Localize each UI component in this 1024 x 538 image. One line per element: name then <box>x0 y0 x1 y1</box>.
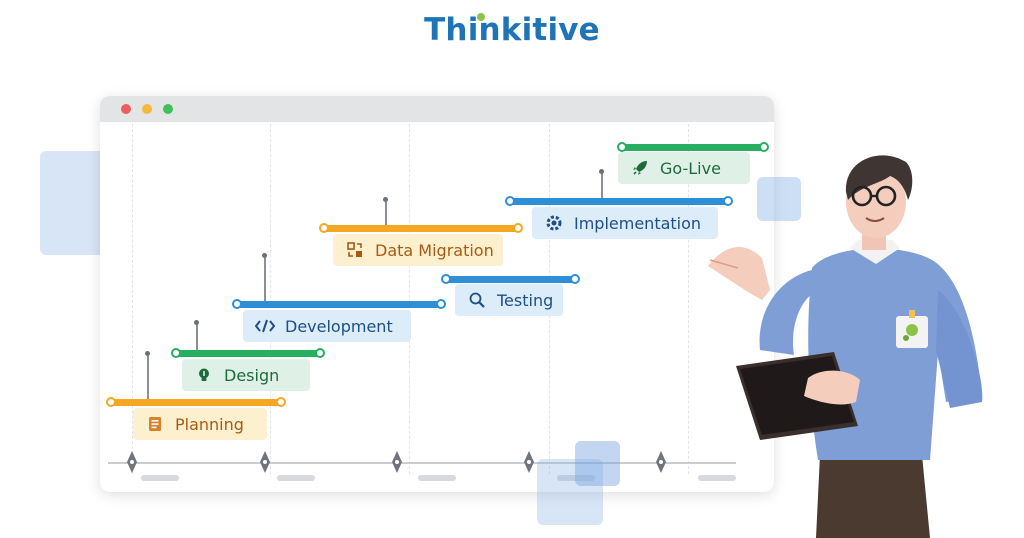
development-bar[interactable] <box>234 301 444 308</box>
decor-square-bottom <box>537 459 603 525</box>
rocket-icon <box>628 158 652 178</box>
bar-handle[interactable] <box>171 348 181 358</box>
task-label: Planning <box>175 414 244 434</box>
timeline-label-placeholder <box>141 475 179 481</box>
close-dot[interactable] <box>121 104 131 114</box>
task-label: Implementation <box>574 213 702 233</box>
bar-handle[interactable] <box>723 196 733 206</box>
bar-handle[interactable] <box>617 142 627 152</box>
milestone-stem <box>147 354 149 400</box>
data-migration-bar[interactable] <box>321 225 521 232</box>
bar-handle[interactable] <box>513 223 523 233</box>
task-label: Testing <box>497 290 554 310</box>
grid-line <box>270 124 271 474</box>
window-titlebar <box>100 96 774 122</box>
decor-square-bottom-small <box>575 441 620 486</box>
timeline-marker[interactable] <box>127 451 137 473</box>
timeline-label-placeholder <box>698 475 736 481</box>
bar-handle[interactable] <box>319 223 329 233</box>
timeline-label-placeholder <box>418 475 456 481</box>
person-illustration <box>708 155 983 538</box>
timeline-marker[interactable] <box>260 451 270 473</box>
task-design[interactable]: Design <box>182 359 310 391</box>
task-label: Go-Live <box>660 158 721 178</box>
bar-handle[interactable] <box>441 274 451 284</box>
timeline-marker[interactable] <box>524 451 534 473</box>
minimize-dot[interactable] <box>142 104 152 114</box>
timeline-axis <box>108 462 736 464</box>
task-label: Design <box>224 365 280 385</box>
timeline-label-placeholder <box>277 475 315 481</box>
bar-handle[interactable] <box>232 299 242 309</box>
milestone-dot <box>194 320 199 325</box>
timeline-label-placeholder <box>557 475 595 481</box>
milestone-stem <box>196 323 198 350</box>
brand-logo: Thinkitive <box>424 12 600 48</box>
task-label: Development <box>285 316 393 336</box>
maximize-dot[interactable] <box>163 104 173 114</box>
code-icon <box>253 316 277 336</box>
go-live-bar[interactable] <box>619 144 767 151</box>
milestone-dot <box>145 351 150 356</box>
timeline-marker[interactable] <box>392 451 402 473</box>
milestone-dot <box>599 169 604 174</box>
bar-handle[interactable] <box>276 397 286 407</box>
milestone-stem <box>601 172 603 198</box>
task-implementation[interactable]: Implementation <box>532 207 718 239</box>
task-label: Data Migration <box>375 240 494 260</box>
timeline-marker[interactable] <box>656 451 666 473</box>
lightbulb-icon <box>192 365 216 385</box>
magnifier-icon <box>465 290 489 310</box>
testing-bar[interactable] <box>443 276 578 283</box>
implementation-bar[interactable] <box>507 198 731 205</box>
gear-icon <box>542 213 566 233</box>
grid-line <box>132 124 133 474</box>
milestone-stem <box>385 200 387 225</box>
bar-handle[interactable] <box>505 196 515 206</box>
logo-dot <box>477 13 485 21</box>
decor-square-right <box>757 177 801 221</box>
bar-handle[interactable] <box>570 274 580 284</box>
task-data-migration[interactable]: Data Migration <box>333 234 503 266</box>
task-go-live[interactable]: Go-Live <box>618 152 750 184</box>
task-testing[interactable]: Testing <box>455 284 563 316</box>
milestone-dot <box>383 197 388 202</box>
bar-handle[interactable] <box>759 142 769 152</box>
milestone-stem <box>264 256 266 301</box>
data-migration-icon <box>343 240 367 260</box>
bar-handle[interactable] <box>315 348 325 358</box>
document-icon <box>143 414 167 434</box>
bar-handle[interactable] <box>436 299 446 309</box>
gantt-window: Planning Design Development Data Migrati… <box>100 96 774 492</box>
milestone-dot <box>262 253 267 258</box>
grid-line <box>688 124 689 474</box>
grid-line <box>409 124 410 474</box>
planning-bar[interactable] <box>108 399 284 406</box>
design-bar[interactable] <box>173 350 323 357</box>
task-planning[interactable]: Planning <box>133 408 267 440</box>
bar-handle[interactable] <box>106 397 116 407</box>
task-development[interactable]: Development <box>243 310 411 342</box>
